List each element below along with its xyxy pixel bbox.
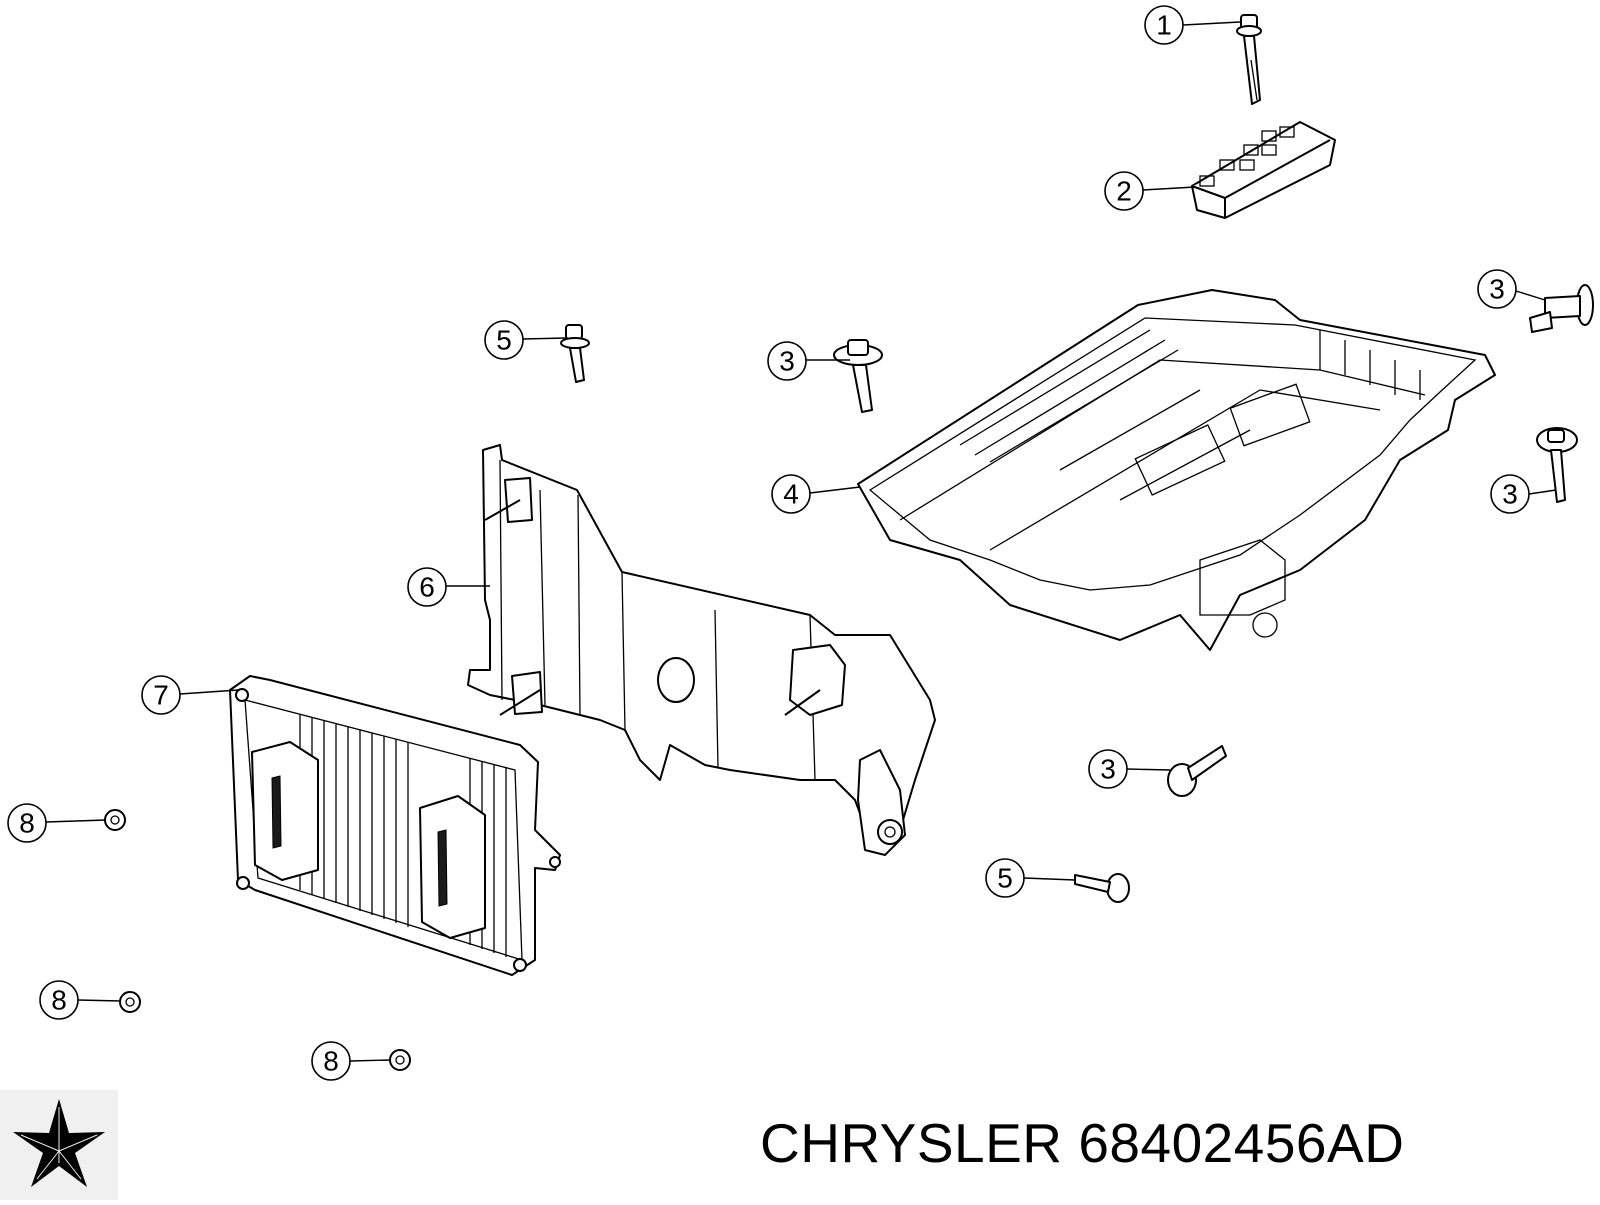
callout-label: 3 bbox=[1100, 754, 1116, 785]
part-8-nut-c bbox=[389, 1049, 411, 1071]
part-8-nut-b bbox=[119, 991, 141, 1013]
callout-label: 2 bbox=[1116, 176, 1132, 207]
callout-label: 6 bbox=[419, 572, 435, 603]
callout-label: 8 bbox=[323, 1046, 339, 1077]
part-number: 68402456AD bbox=[1078, 1112, 1405, 1174]
callout-6: 6 bbox=[407, 567, 447, 607]
part-5-bolt-a bbox=[560, 324, 590, 383]
callout-5: 5 bbox=[985, 858, 1025, 898]
part-6-bracket bbox=[467, 444, 936, 856]
part-3-bolt-a bbox=[833, 339, 883, 413]
callout-1: 1 bbox=[1144, 5, 1184, 45]
callout-8: 8 bbox=[311, 1041, 351, 1081]
part-3-bolt-b bbox=[1529, 284, 1594, 333]
part-7-ecu-module bbox=[229, 675, 561, 976]
callout-3: 3 bbox=[767, 341, 807, 381]
callout-label: 8 bbox=[51, 985, 67, 1016]
callout-label: 4 bbox=[783, 479, 799, 510]
callout-label: 3 bbox=[779, 346, 795, 377]
part-3-bolt-d bbox=[1167, 745, 1227, 797]
leader-lines bbox=[45, 21, 1557, 1062]
part-8-nut-a bbox=[104, 809, 126, 831]
callout-3: 3 bbox=[1477, 269, 1517, 309]
part-1-bolt bbox=[1236, 14, 1262, 105]
part-4-tray bbox=[857, 289, 1496, 651]
callout-8: 8 bbox=[7, 803, 47, 843]
callout-label: 3 bbox=[1502, 479, 1518, 510]
callout-label: 8 bbox=[19, 808, 35, 839]
callout-5: 5 bbox=[484, 320, 524, 360]
callout-3: 3 bbox=[1088, 749, 1128, 789]
callout-label: 7 bbox=[153, 680, 169, 711]
callout-label: 3 bbox=[1489, 274, 1505, 305]
brand-name: CHRYSLER bbox=[760, 1112, 1063, 1174]
callout-3: 3 bbox=[1490, 474, 1530, 514]
callout-8: 8 bbox=[39, 980, 79, 1020]
part-caption: CHRYSLER 68402456AD bbox=[760, 1108, 1404, 1178]
chrysler-pentastar-logo bbox=[0, 1090, 118, 1200]
part-2-block bbox=[1191, 121, 1336, 219]
part-5-bolt-b bbox=[1074, 873, 1130, 903]
callout-2: 2 bbox=[1104, 171, 1144, 211]
callout-4: 4 bbox=[771, 474, 811, 514]
part-3-bolt-c bbox=[1536, 427, 1578, 503]
callout-7: 7 bbox=[141, 675, 181, 715]
callout-label: 1 bbox=[1156, 10, 1172, 41]
callout-label: 5 bbox=[496, 325, 512, 356]
callout-label: 5 bbox=[997, 863, 1013, 894]
